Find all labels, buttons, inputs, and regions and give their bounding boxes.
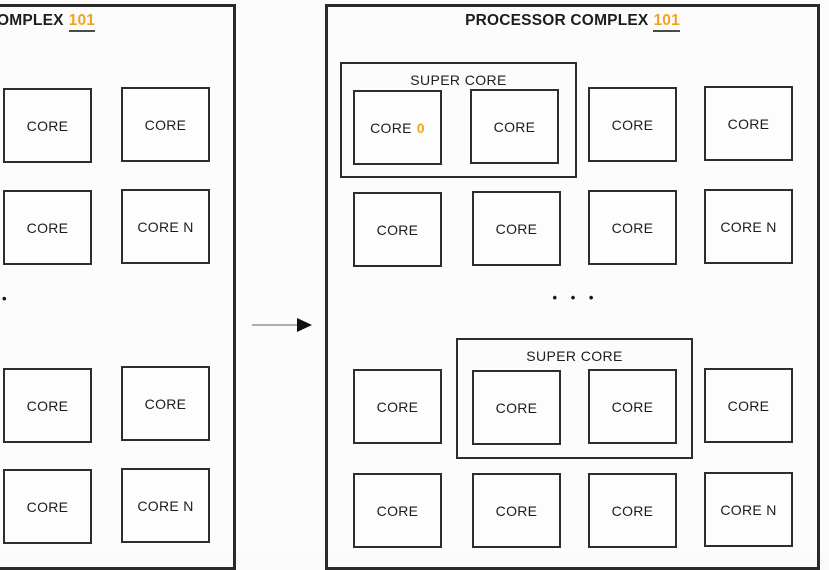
core-label: CORE N [137, 218, 194, 235]
core-label: CORE [727, 397, 770, 414]
ellipsis-dot: • [2, 291, 7, 306]
core-box-n: CORE N [121, 189, 210, 264]
core-label: CORE [376, 502, 419, 519]
core-label: CORE N [137, 497, 194, 514]
core-label: CORE [26, 219, 69, 236]
core-box-n: CORE N [704, 472, 793, 547]
core-box: CORE [704, 86, 793, 161]
core-label: CORE N [720, 218, 777, 235]
core-label: CORE [495, 399, 538, 416]
core-box: CORE [3, 88, 92, 163]
core-label: CORE [727, 115, 770, 132]
core-label: CORE [376, 221, 419, 238]
core-box-n: CORE N [704, 189, 793, 264]
left-title-text: OMPLEX [0, 12, 64, 29]
core-box: CORE [704, 368, 793, 443]
core-box: CORE [353, 473, 442, 548]
core-box: CORE [472, 191, 561, 266]
core-label: CORE [144, 395, 187, 412]
core-box-n: CORE N [121, 468, 210, 543]
ellipsis-dots: • • • [552, 290, 594, 305]
core-label: CORE [611, 116, 654, 133]
core-box: CORE [3, 368, 92, 443]
core-box: CORE [470, 89, 559, 164]
arrow-shaft [252, 324, 300, 326]
super-core-label: SUPER CORE [526, 348, 623, 364]
core-box: CORE [353, 369, 442, 444]
core-box: CORE [588, 473, 677, 548]
core-box: CORE [588, 369, 677, 444]
super-core-box-bottom: SUPER CORE [456, 338, 693, 459]
core-0-text: CORE [370, 119, 412, 136]
core-box: CORE [588, 87, 677, 162]
core-box: CORE [472, 473, 561, 548]
super-core-box-top: SUPER CORE [340, 62, 577, 178]
arrow-head [297, 318, 312, 332]
core-box: CORE [3, 190, 92, 265]
core-label: CORE [26, 117, 69, 134]
core-label: CORE [26, 498, 69, 515]
core-box: CORE [588, 190, 677, 265]
core-label: CORE [144, 116, 187, 133]
core-label: CORE [611, 502, 654, 519]
core-0-ref-numeral: 0 [416, 119, 425, 136]
core-label: CORE [495, 502, 538, 519]
core-box: CORE [353, 192, 442, 267]
left-title-ref-numeral: 101 [68, 12, 96, 32]
core-box: CORE [3, 469, 92, 544]
core-label: CORE [376, 398, 419, 415]
core-label: CORE N [720, 501, 777, 518]
core-box: CORE [121, 366, 210, 441]
core-label: CORE [611, 398, 654, 415]
right-title-text: PROCESSOR COMPLEX [465, 12, 649, 29]
core-label: CORE [495, 220, 538, 237]
core-label: CORE [611, 219, 654, 236]
right-arrow-icon [252, 317, 312, 333]
core-box: CORE [472, 370, 561, 445]
core-label: CORE [26, 397, 69, 414]
core-label: CORE [493, 118, 536, 135]
super-core-label: SUPER CORE [410, 72, 507, 88]
right-title-ref-numeral: 101 [653, 12, 680, 32]
core-box: CORE [121, 87, 210, 162]
